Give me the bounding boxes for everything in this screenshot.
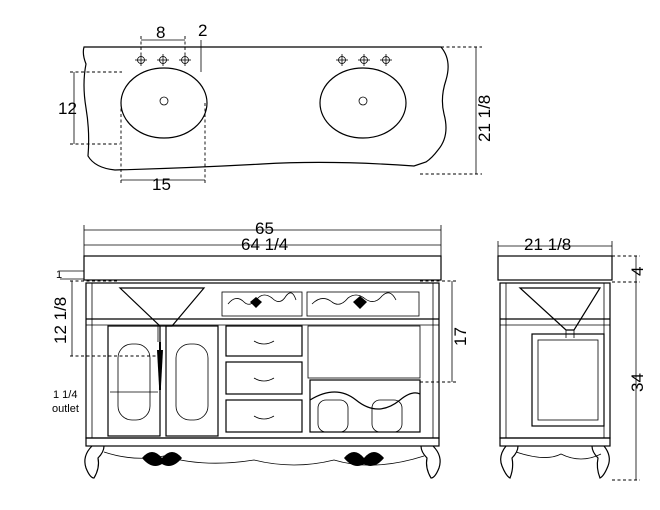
dim-cabinet-width: 64 1/4 xyxy=(241,235,288,254)
front-left-leg xyxy=(84,445,105,479)
dim-drawer-opening: 17 xyxy=(451,327,470,346)
left-sink xyxy=(120,67,208,139)
dim-apron-height: 12 1/8 xyxy=(51,297,70,344)
drawer-top xyxy=(225,325,303,357)
side-panel xyxy=(531,333,605,427)
left-drain xyxy=(159,96,169,106)
right-faucet-holes xyxy=(336,54,392,66)
dim-overall-width: 65 xyxy=(255,219,274,238)
dim-sink-width: 15 xyxy=(152,175,171,194)
drawer-bottom xyxy=(225,399,303,433)
side-left-leg xyxy=(500,445,519,479)
countertop-outline xyxy=(82,46,449,171)
side-view: 21 1/8 4 34 xyxy=(497,235,647,481)
dim-sink-depth: 12 xyxy=(58,99,77,118)
right-drawer xyxy=(309,379,421,433)
dim-top-height: 4 xyxy=(628,267,647,276)
left-door xyxy=(107,325,161,437)
side-right-leg xyxy=(591,445,610,479)
dim-faucet-offset: 2 xyxy=(198,21,207,40)
dim-side-depth: 21 1/8 xyxy=(524,235,571,254)
front-sink-bowl xyxy=(118,287,206,327)
right-door xyxy=(165,325,219,437)
top-view: 8 2 12 15 21 1/8 xyxy=(58,21,494,194)
dim-faucet-spread: 8 xyxy=(156,23,165,42)
right-sink xyxy=(319,67,407,139)
side-cabinet xyxy=(499,282,611,439)
side-countertop xyxy=(497,255,613,281)
front-right-leg xyxy=(420,445,441,479)
dim-total-height: 34 xyxy=(628,373,647,392)
dim-depth: 21 1/8 xyxy=(475,95,494,142)
drawer-middle xyxy=(225,361,303,395)
front-countertop xyxy=(83,255,442,281)
dim-top-thickness: 1 xyxy=(56,269,62,281)
right-drain xyxy=(358,96,368,106)
left-faucet-holes xyxy=(135,54,191,66)
outlet-label: outlet xyxy=(52,403,79,415)
outlet-size: 1 1/4 xyxy=(53,389,77,401)
front-view: 65 64 1/4 xyxy=(51,219,470,479)
